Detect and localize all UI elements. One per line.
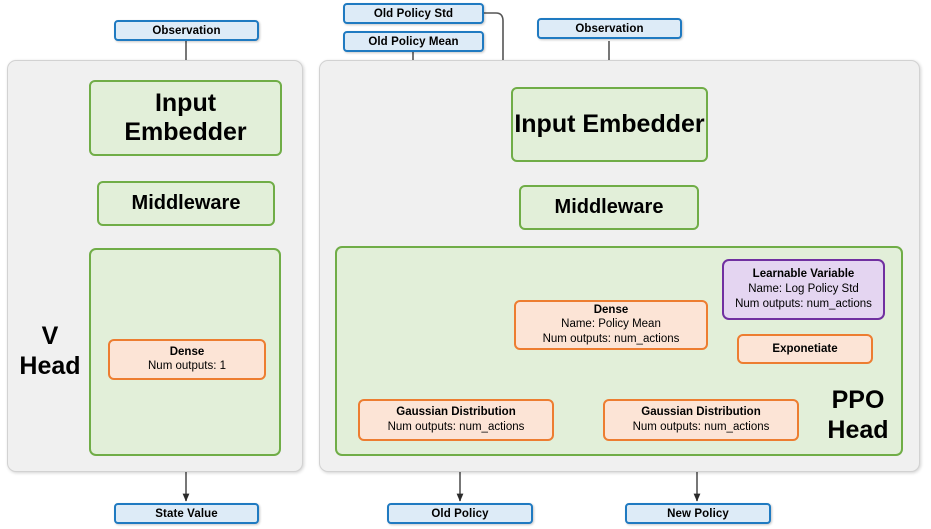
output-old-policy[interactable]: Old Policy — [387, 503, 533, 524]
output-new-policy-label: New Policy — [667, 507, 729, 520]
ppo-head-input-embedder[interactable]: Input Embedder — [511, 87, 708, 162]
v-head-middleware[interactable]: Middleware — [97, 181, 275, 226]
input-observation-left[interactable]: Observation — [114, 20, 259, 41]
v-head-input-embedder-label: Input Embedder — [124, 89, 247, 146]
input-old-policy-std-label: Old Policy Std — [373, 7, 454, 20]
exponetiate-title: Exponetiate — [772, 342, 838, 355]
learnable-variable-name: Name: Log Policy Std — [748, 282, 859, 295]
ppo-head-learnable-variable[interactable]: Learnable Variable Name: Log Policy Std … — [722, 259, 885, 320]
learnable-variable-num-outputs: Num outputs: num_actions — [735, 297, 872, 310]
v-head-dense-num-outputs: Num outputs: 1 — [148, 360, 226, 373]
ppo-head-input-embedder-label: Input Embedder — [514, 110, 705, 138]
gaussian-new-num-outputs: Num outputs: num_actions — [632, 420, 770, 433]
ppo-head-gaussian-old[interactable]: Gaussian Distribution Num outputs: num_a… — [358, 399, 554, 441]
ppo-head-middleware[interactable]: Middleware — [519, 185, 699, 230]
input-observation-right[interactable]: Observation — [537, 18, 682, 39]
v-head-label-line2: Head — [19, 351, 81, 380]
input-observation-right-label: Observation — [575, 22, 644, 35]
v-head-dense-title: Dense — [169, 345, 205, 358]
gaussian-old-num-outputs: Num outputs: num_actions — [387, 420, 525, 433]
ppo-head-label-line2: Head — [827, 415, 889, 444]
output-new-policy[interactable]: New Policy — [625, 503, 771, 524]
output-state-value-label: State Value — [155, 507, 218, 520]
input-old-policy-mean-label: Old Policy Mean — [368, 35, 459, 48]
gaussian-old-title: Gaussian Distribution — [396, 406, 516, 419]
input-old-policy-mean[interactable]: Old Policy Mean — [343, 31, 484, 52]
ppo-head-label-line1: PPO — [831, 386, 885, 414]
v-head-label: V Head — [14, 322, 86, 381]
gaussian-new-title: Gaussian Distribution — [641, 406, 761, 419]
v-head-label-line1: V — [41, 322, 59, 350]
ppo-head-exponetiate[interactable]: Exponetiate — [737, 334, 873, 364]
ppo-head-label: PPO Head — [812, 386, 904, 445]
ppo-head-gaussian-new[interactable]: Gaussian Distribution Num outputs: num_a… — [603, 399, 799, 441]
input-old-policy-std[interactable]: Old Policy Std — [343, 3, 484, 24]
ppo-head-dense-title: Dense — [593, 303, 629, 316]
learnable-variable-title: Learnable Variable — [752, 268, 855, 281]
ppo-head-dense-policy-mean[interactable]: Dense Name: Policy Mean Num outputs: num… — [514, 300, 708, 350]
v-head-input-embedder[interactable]: Input Embedder — [89, 80, 282, 156]
output-state-value[interactable]: State Value — [114, 503, 259, 524]
ppo-head-dense-name: Name: Policy Mean — [561, 318, 661, 331]
ppo-head-dense-num-outputs: Num outputs: num_actions — [542, 333, 680, 346]
v-head-dense[interactable]: Dense Num outputs: 1 — [108, 339, 266, 380]
output-old-policy-label: Old Policy — [431, 507, 489, 520]
ppo-head-middleware-label: Middleware — [554, 196, 664, 218]
v-head-middleware-label: Middleware — [131, 192, 241, 214]
input-observation-left-label: Observation — [152, 24, 221, 37]
